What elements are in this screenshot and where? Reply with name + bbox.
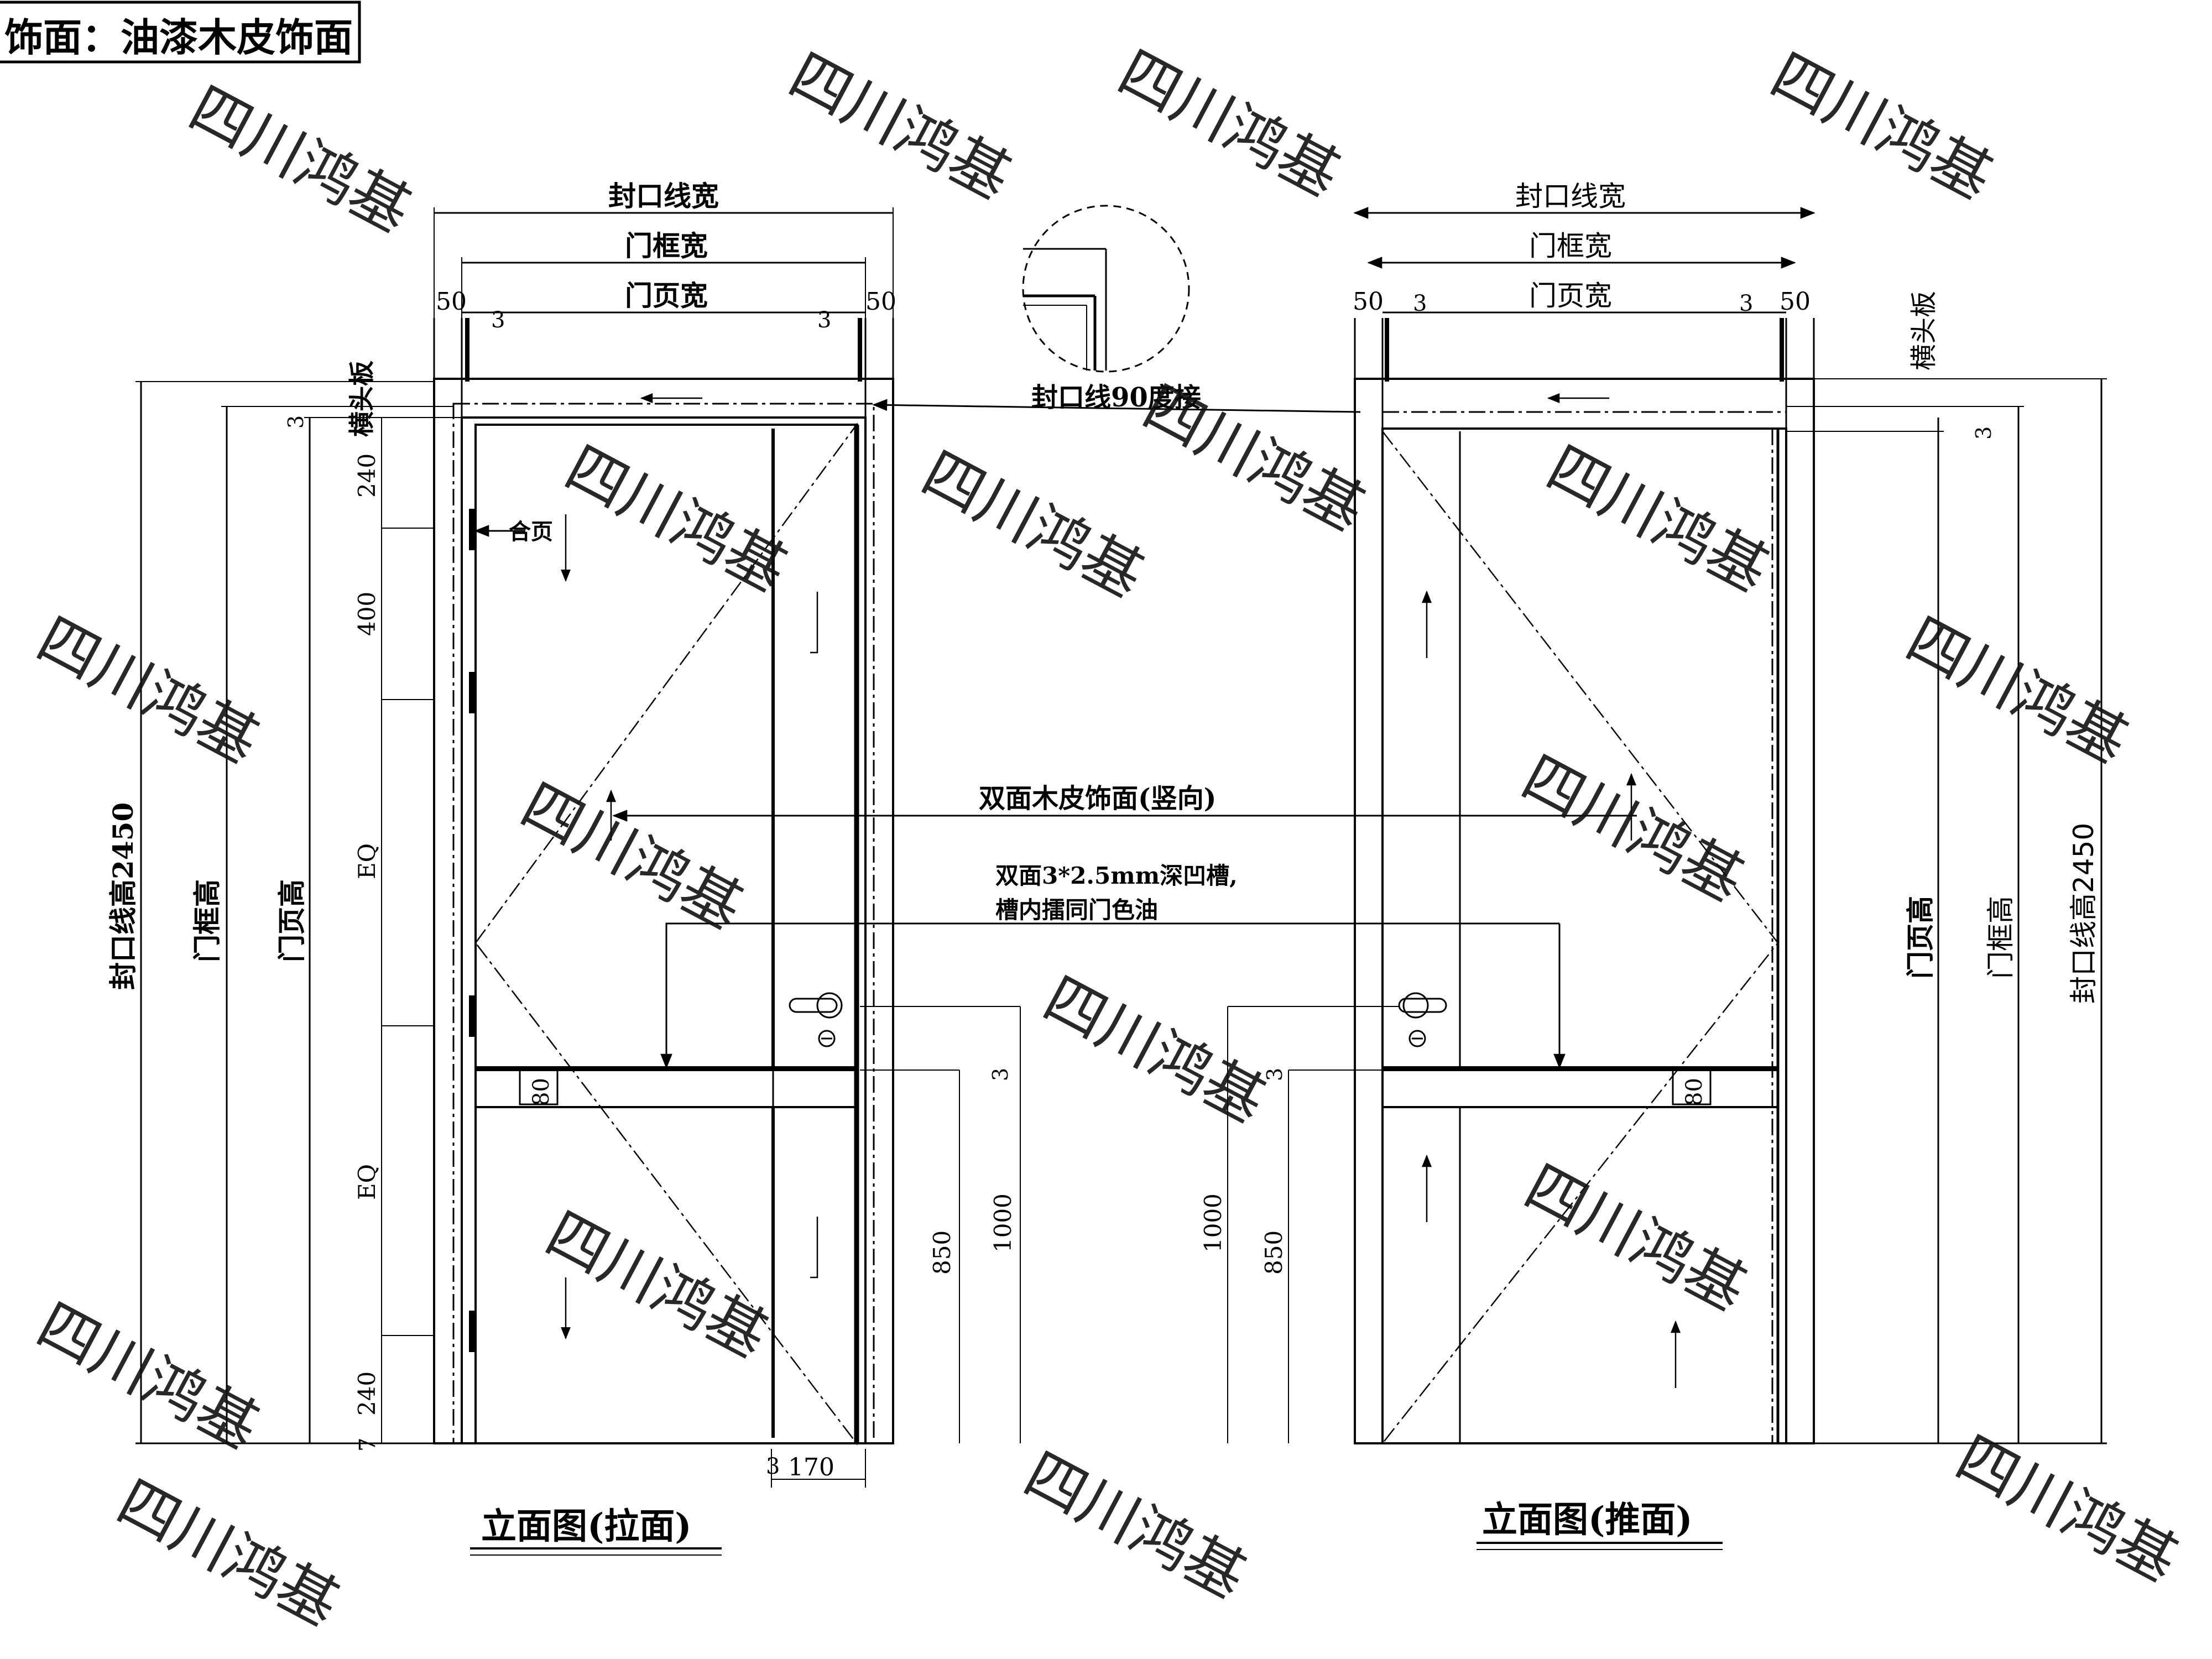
watermark: 四川鸿基	[1896, 604, 2139, 778]
right-dim-3-left: 3	[1262, 1068, 1287, 1081]
right-leaf-height: 门页高	[1904, 896, 1937, 979]
left-dim-240-bottom: 240	[353, 1371, 380, 1416]
right-elevation: 封口线宽 门框宽 门页宽 50 50 3 3 门页高 门框高 封口线高2450 …	[1199, 180, 2107, 1550]
left-transom-board: 横头板	[347, 361, 377, 437]
watermark: 四川鸿基	[911, 439, 1155, 612]
left-dim-240-top: 240	[353, 453, 380, 498]
watermark: 四川鸿基	[179, 74, 422, 247]
corner-detail-circle	[1022, 205, 1190, 373]
right-dim-80: 80	[1682, 1078, 1707, 1106]
left-leaf-width: 门页宽	[625, 279, 708, 312]
left-frame-width: 门框宽	[625, 229, 708, 262]
watermark: 四川鸿基	[1511, 743, 1755, 916]
left-casing-width: 封口线宽	[608, 180, 719, 212]
watermark: 四川鸿基	[1760, 40, 2004, 213]
left-dim-3-right: 3	[988, 1068, 1013, 1081]
right-dim-50a: 50	[1353, 288, 1384, 316]
watermark: 四川鸿基	[107, 1467, 350, 1640]
right-dim-850: 850	[1260, 1230, 1287, 1275]
right-casing-width: 封口线宽	[1515, 180, 1626, 212]
watermark: 四川鸿基	[1536, 433, 1780, 606]
right-frame-height: 门框高	[1985, 896, 2017, 979]
left-dim-80: 80	[529, 1078, 554, 1106]
watermark: 四川鸿基	[779, 40, 1022, 213]
right-dim-3-vert: 3	[1971, 426, 1996, 440]
left-leaf-height: 门页高	[275, 879, 308, 962]
left-dim-3a: 3	[491, 307, 505, 333]
left-dim-170: 170	[788, 1453, 834, 1481]
watermark: 四川鸿基	[1945, 1423, 2189, 1596]
left-dim-7: 7	[355, 1438, 380, 1452]
groove-note-1: 双面3*2.5mm深凹槽,	[995, 862, 1238, 889]
right-title: 立面图(推面)	[1482, 1499, 1693, 1541]
left-dim-400: 400	[353, 592, 380, 636]
watermark: 四川鸿基	[27, 1290, 270, 1463]
center-notes: 双面木皮饰面(竖向) 双面3*2.5mm深凹槽, 槽内擂同门色油	[612, 783, 1637, 1069]
veneer-note: 双面木皮饰面(竖向)	[979, 783, 1216, 814]
left-dim-50a: 50	[436, 288, 467, 316]
right-dim-3b: 3	[1739, 291, 1753, 316]
watermarks: 四川鸿基 四川鸿基 四川鸿基 四川鸿基 四川鸿基 四川鸿基 四川鸿基 四川鸿基 …	[27, 38, 2189, 1640]
right-casing-height: 封口线高2450	[2068, 823, 2100, 1004]
watermark: 四川鸿基	[27, 604, 270, 778]
left-dim-3-bottom: 3	[766, 1454, 780, 1479]
left-dim-eq-upper: EQ	[353, 843, 380, 879]
watermark: 四川鸿基	[1133, 372, 1376, 545]
left-dim-3b: 3	[817, 307, 831, 333]
right-transom-board: 横头板	[1908, 291, 1939, 371]
watermark: 四川鸿基	[1014, 1439, 1257, 1613]
watermark: 四川鸿基	[1108, 38, 1351, 211]
watermark: 四川鸿基	[535, 1199, 779, 1372]
groove-note-2: 槽内擂同门色油	[995, 896, 1158, 924]
finish-label: 饰面：油漆木皮饰面	[4, 14, 353, 60]
detail-leader	[872, 399, 1361, 413]
left-hinge-label: 合页	[509, 519, 553, 545]
right-dim-3a: 3	[1413, 291, 1427, 316]
left-elevation: 封口线宽 门框宽 门页宽 50 50 3 3 封口线高2450 门框高 门页高 …	[107, 180, 1021, 1556]
watermark: 四川鸿基	[510, 770, 754, 943]
right-leaf-width: 门页宽	[1529, 280, 1612, 312]
right-frame-width: 门框宽	[1529, 230, 1612, 262]
left-frame-height: 门框高	[191, 879, 223, 962]
left-title: 立面图(拉面)	[481, 1506, 692, 1547]
finish-label-box: 饰面：油漆木皮饰面	[0, 1, 361, 64]
left-dim-850: 850	[928, 1230, 956, 1275]
left-dim-1000: 1000	[989, 1193, 1016, 1253]
right-dim-1000: 1000	[1199, 1193, 1227, 1253]
watermark: 四川鸿基	[555, 433, 798, 606]
left-dim-eq-lower: EQ	[353, 1164, 380, 1200]
watermark: 四川鸿基	[1514, 1152, 1757, 1325]
left-casing-height: 封口线高2450	[107, 802, 139, 990]
watermark: 四川鸿基	[1033, 964, 1276, 1137]
right-dim-50b: 50	[1780, 288, 1811, 316]
left-dim-3-vert: 3	[284, 415, 308, 429]
left-dim-50b: 50	[865, 288, 896, 316]
